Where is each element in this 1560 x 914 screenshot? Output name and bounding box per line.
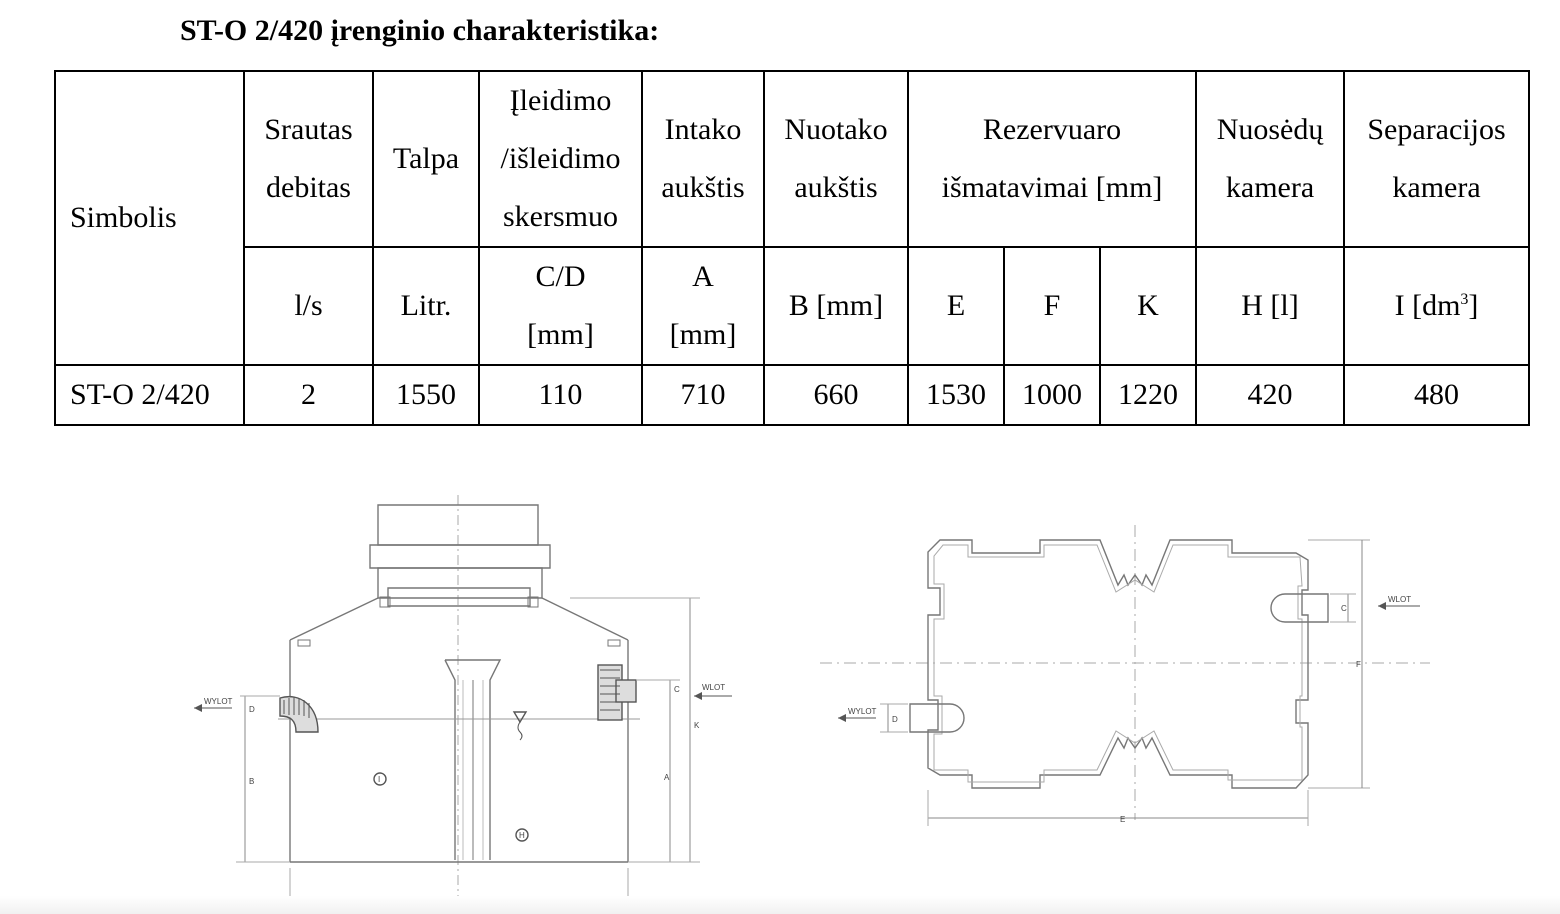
top-view-drawing [820, 525, 1430, 826]
cell-separation: 480 [1343, 364, 1531, 426]
unit-K: K [1098, 246, 1198, 366]
header-capacity: Talpa [372, 70, 480, 248]
marker-I: I [378, 775, 380, 784]
unit-inlet: A[mm] [641, 246, 765, 366]
unit-F: F [1003, 246, 1101, 366]
header-symbol: Simbolis [54, 70, 245, 366]
unit-diameter: C/D[mm] [478, 246, 643, 366]
side-dim-C: C [674, 685, 680, 694]
cell-flow: 2 [243, 364, 374, 426]
top-inlet-label: WLOT [1388, 595, 1411, 604]
cell-symbol: ST-O 2/420 [54, 364, 245, 426]
unit-separation: I [dm3] [1343, 246, 1531, 366]
side-view-drawing [194, 495, 732, 910]
cell-E: 1530 [907, 364, 1005, 426]
cell-F: 1000 [1003, 364, 1101, 426]
units-row: l/s Litr. C/D[mm] A[mm] B [mm] E F K H [… [55, 246, 1531, 366]
side-dim-D: D [249, 705, 255, 714]
top-dim-F: F [1356, 660, 1361, 669]
cell-K: 1220 [1098, 364, 1198, 426]
unit-outlet: B [mm] [763, 246, 909, 366]
unit-flow: l/s [243, 246, 374, 366]
unit-sediment: H [l] [1195, 246, 1346, 366]
side-outlet-label: WYLOT [204, 697, 233, 706]
top-dim-C: C [1341, 604, 1347, 613]
top-outlet-label: WYLOT [848, 707, 877, 716]
side-dim-K: K [694, 721, 700, 730]
document-title: ST-O 2/420 įrenginio charakteristika: [180, 14, 660, 47]
cell-inlet: 710 [641, 364, 765, 426]
technical-drawings: WYLOT WLOT D C B A K E I H WYLOT [194, 495, 1430, 910]
top-dim-E: E [1120, 815, 1125, 824]
marker-H: H [519, 831, 525, 840]
unit-capacity: Litr. [372, 246, 480, 366]
side-dim-B: B [249, 777, 254, 786]
cell-sediment: 420 [1195, 364, 1346, 426]
side-inlet-label: WLOT [702, 683, 725, 692]
unit-E: E [907, 246, 1005, 366]
cell-diameter: 110 [478, 364, 643, 426]
data-row: ST-O 2/420 2 1550 110 710 660 1530 1000 … [54, 364, 1531, 426]
side-dim-A: A [664, 773, 670, 782]
cell-outlet: 660 [763, 364, 909, 426]
top-dim-D: D [892, 715, 898, 724]
page-bottom-edge [0, 896, 1560, 914]
cell-capacity: 1550 [372, 364, 480, 426]
